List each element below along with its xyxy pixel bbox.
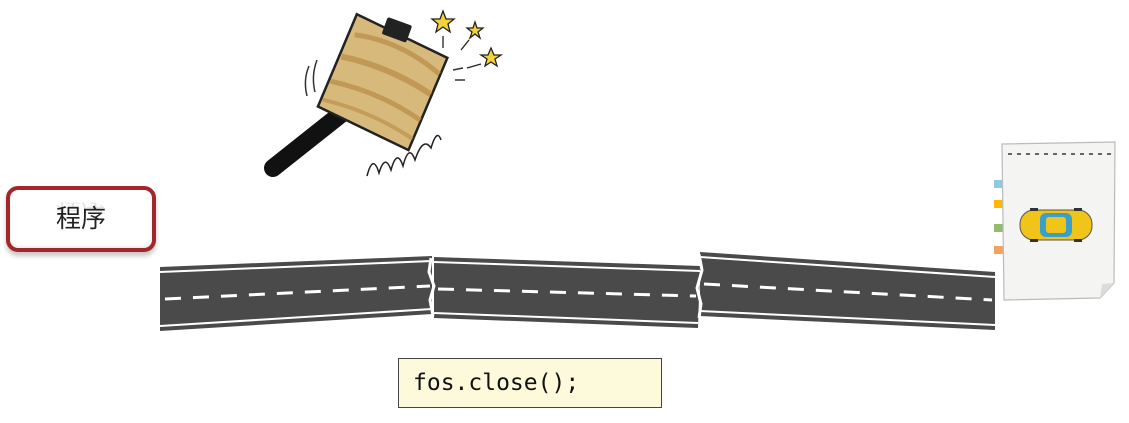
- car-icon: [1019, 208, 1093, 242]
- road-segment-middle: [433, 257, 701, 328]
- road-segment-right: [699, 252, 996, 330]
- hammer-icon: [264, 9, 504, 177]
- program-box: 程序: [6, 186, 156, 252]
- notepad-icon: [994, 141, 1116, 301]
- code-box: fos.close();: [398, 358, 662, 408]
- stars-icon: [430, 9, 504, 69]
- program-label: 程序: [56, 199, 106, 235]
- road-segment-left: [159, 256, 433, 331]
- code-text: fos.close();: [413, 370, 580, 396]
